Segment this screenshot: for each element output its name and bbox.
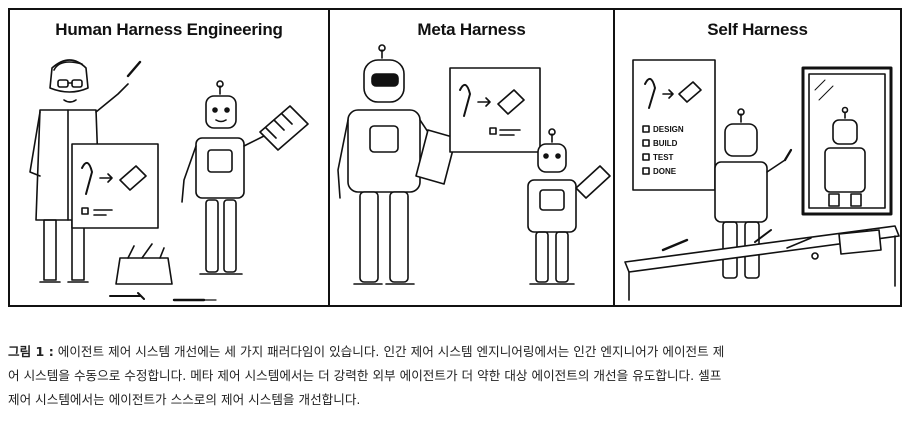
human-harness-illustration bbox=[29, 59, 309, 302]
big-robot-figure bbox=[337, 44, 441, 285]
panel-human-harness: Human Harness Engineering bbox=[10, 10, 328, 305]
figure-caption: 그림 1 : 에이전트 제어 시스템 개선에는 세 가지 패러다임이 있습니다.… bbox=[8, 340, 908, 412]
checklist-item: DESIGN bbox=[653, 125, 684, 134]
meta-harness-illustration bbox=[337, 44, 611, 285]
figure: Human Harness Engineering bbox=[8, 8, 902, 307]
panel-meta-harness: Meta Harness bbox=[328, 10, 613, 305]
panel-title: Meta Harness bbox=[417, 20, 526, 39]
panel-title: Self Harness bbox=[707, 20, 808, 39]
caption-text: 에이전트 제어 시스템 개선에는 세 가지 패러다임이 있습니다. 인간 제어 … bbox=[53, 344, 725, 359]
small-robot-figure bbox=[527, 128, 577, 285]
panel-self-harness: Self Harness bbox=[613, 10, 900, 305]
self-harness-illustration: DESIGN BUILD TEST DONE bbox=[624, 59, 900, 301]
panel-title: Human Harness Engineering bbox=[55, 20, 283, 39]
checklist-item: DONE bbox=[653, 167, 677, 176]
caption-line-2: 어 시스템을 수동으로 수정합니다. 메타 제어 시스템에서는 더 강력한 외부… bbox=[8, 368, 722, 383]
caption-line-3: 제어 시스템에서는 에이전트가 스스로의 제어 시스템을 개선합니다. bbox=[8, 392, 361, 407]
robot-figure bbox=[714, 108, 786, 279]
robot-figure bbox=[181, 80, 265, 275]
caption-label: 그림 1 : bbox=[8, 344, 54, 359]
checklist-item: BUILD bbox=[653, 139, 678, 148]
caption-line-1: 그림 1 : 에이전트 제어 시스템 개선에는 세 가지 패러다임이 있습니다.… bbox=[8, 340, 908, 364]
checklist-item: TEST bbox=[653, 153, 674, 162]
